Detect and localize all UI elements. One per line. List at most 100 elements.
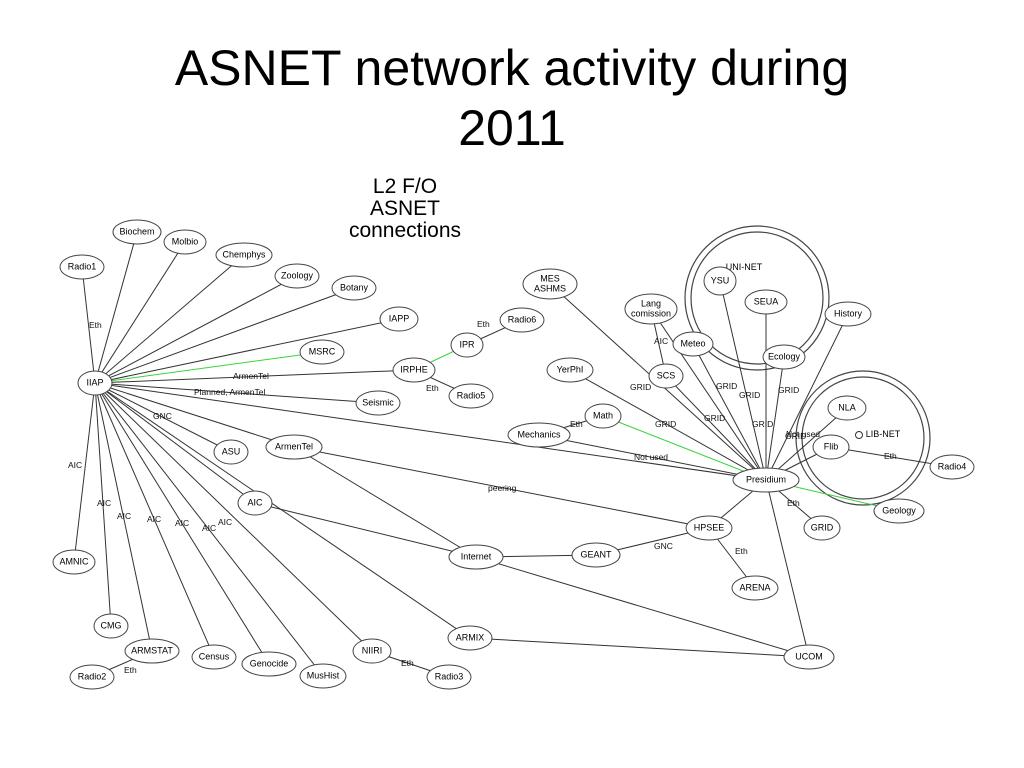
node-GEANT: GEANT xyxy=(571,542,621,568)
edge-Presidium-Meteo xyxy=(692,343,767,481)
edge-ArmenTel-HPSEE xyxy=(293,446,710,529)
edge-label-NIIRI-Radio3: Eth xyxy=(401,658,414,668)
node-label-YSU: YSU xyxy=(711,275,730,285)
node-label-SEUA: SEUA xyxy=(754,296,779,306)
node-shape-Mechanics xyxy=(507,422,571,448)
edge-Presidium-SCS xyxy=(665,375,767,481)
libnet-marker-icon xyxy=(855,431,863,439)
node-shape-ARMIX xyxy=(447,625,493,651)
edge-Presidium-Mechanics xyxy=(538,434,767,481)
node-shape-Zoology xyxy=(274,263,320,289)
edge-label-Presidium-SEUA: GRID xyxy=(778,385,799,395)
node-Genocide: Genocide xyxy=(241,651,297,677)
edge-label-Presidium-Ecology: GRID xyxy=(752,419,773,429)
node-label-UCOM: UCOM xyxy=(795,651,823,661)
node-label-SCS: SCS xyxy=(657,370,676,380)
node-shape-SCS xyxy=(648,363,684,389)
node-shape-MusHist xyxy=(299,663,347,689)
diagram-heading-line-1: L2 F/O xyxy=(372,175,438,198)
node-label-Meteo: Meteo xyxy=(680,338,705,348)
node-AIC: AIC xyxy=(237,490,273,516)
node-shape-Botany xyxy=(331,275,377,301)
node-Radio6: Radio6 xyxy=(499,307,545,333)
edge-Internet-UCOM xyxy=(475,556,810,658)
node-shape-CMG xyxy=(93,613,129,639)
node-Molbio: Molbio xyxy=(163,229,207,255)
edge-label-Presidium-YerPhI: GRID xyxy=(655,419,676,429)
edge-IIAP-Seismic xyxy=(94,382,379,404)
edge-IIAP-Presidium xyxy=(94,382,767,481)
node-label-GEANT: GEANT xyxy=(580,549,612,559)
edge-Presidium-UCOM xyxy=(765,479,810,658)
node-label-Botany: Botany xyxy=(340,282,369,292)
node-Radio5: Radio5 xyxy=(448,383,494,409)
edge-IIAP-Chemphys xyxy=(94,254,245,384)
node-label-Math: Math xyxy=(593,410,613,420)
edge-IIAP-ArmenTel xyxy=(94,382,295,448)
node-shape-IPR xyxy=(450,332,484,358)
edge-IIAP-Molbio xyxy=(94,241,186,384)
node-label-Internet: Internet xyxy=(461,551,492,561)
edge-label-IIAP-Seismic: Planned, ArmenTel xyxy=(194,387,265,397)
node-Census: Census xyxy=(191,644,237,670)
edge-label-IIAP-MusHist: AIC xyxy=(202,523,216,533)
node-ArmenTel: ArmenTel xyxy=(265,434,323,460)
node-label-MusHist: MusHist xyxy=(307,670,340,680)
node-shape-Geology xyxy=(873,498,925,524)
node-UCOM: UCOM xyxy=(783,644,835,670)
node-MusHist: MusHist xyxy=(299,663,347,689)
node-shape-AIC xyxy=(237,490,273,516)
node-Meteo: Meteo xyxy=(672,331,714,357)
node-label-Seismic: Seismic xyxy=(362,397,394,407)
node-label-CMG: CMG xyxy=(101,620,122,630)
node-label-Mechanics: Mechanics xyxy=(517,429,561,439)
node-shape-GRIDnode xyxy=(803,515,841,541)
edge-label-Lang-SCS: AIC xyxy=(654,336,668,346)
node-label-Lang: comission xyxy=(631,308,671,318)
node-IRPHE: IRPHE xyxy=(392,357,436,383)
node-label-Radio2: Radio2 xyxy=(78,671,107,681)
node-label-Radio4: Radio4 xyxy=(938,461,967,471)
node-IPR: IPR xyxy=(450,332,484,358)
edge-IIAP-Census xyxy=(94,382,215,658)
node-label-AMNIC: AMNIC xyxy=(60,556,90,566)
edge-label-Presidium-Meteo: GRID xyxy=(704,413,725,423)
node-label-History: History xyxy=(834,308,863,318)
node-label-MESASHMS: ASHMS xyxy=(534,283,566,293)
edge-IIAP-MSRC xyxy=(94,351,323,384)
node-shape-Radio1 xyxy=(59,254,105,280)
node-Biochem: Biochem xyxy=(112,219,162,245)
node-shape-Chemphys xyxy=(215,242,273,268)
edge-IIAP-CMG xyxy=(94,382,112,627)
edge-label-Presidium-YSU: GRID xyxy=(739,390,760,400)
node-shape-ASU xyxy=(213,439,249,465)
node-NLA: NLA xyxy=(827,395,867,421)
edge-ARMIX-UCOM xyxy=(469,637,810,658)
group-ring-libnet-outer xyxy=(795,370,931,506)
edge-label-Presidium-NLA: GRID xyxy=(785,431,806,441)
node-Seismic: Seismic xyxy=(355,390,401,416)
node-label-IRPHE: IRPHE xyxy=(400,364,428,374)
edge-IIAP-AMNIC xyxy=(73,382,96,563)
group-label-uninet: UNI-NET xyxy=(726,262,763,272)
node-shape-Molbio xyxy=(163,229,207,255)
node-Mechanics: Mechanics xyxy=(507,422,571,448)
node-Radio3: Radio3 xyxy=(426,664,472,690)
node-SEUA: SEUA xyxy=(744,289,788,315)
node-Geology: Geology xyxy=(873,498,925,524)
nodes: BiochemMolbioChemphysZoologyBotanyRadio1… xyxy=(52,219,975,690)
node-label-IPR: IPR xyxy=(459,339,475,349)
edge-IIAP-MusHist xyxy=(94,382,324,677)
node-label-Lang: Lang xyxy=(641,298,661,308)
group-label-libnet: LIB-NET xyxy=(866,429,901,439)
node-History: History xyxy=(824,301,872,327)
node-shape-MSRC xyxy=(299,339,345,365)
group-ring-uninet-outer xyxy=(684,225,830,371)
node-shape-Radio6 xyxy=(499,307,545,333)
node-shape-Census xyxy=(191,644,237,670)
edge-label-IIAP-ARMSTAT: AIC xyxy=(117,511,131,521)
node-shape-Radio5 xyxy=(448,383,494,409)
node-label-ASU: ASU xyxy=(222,446,241,456)
